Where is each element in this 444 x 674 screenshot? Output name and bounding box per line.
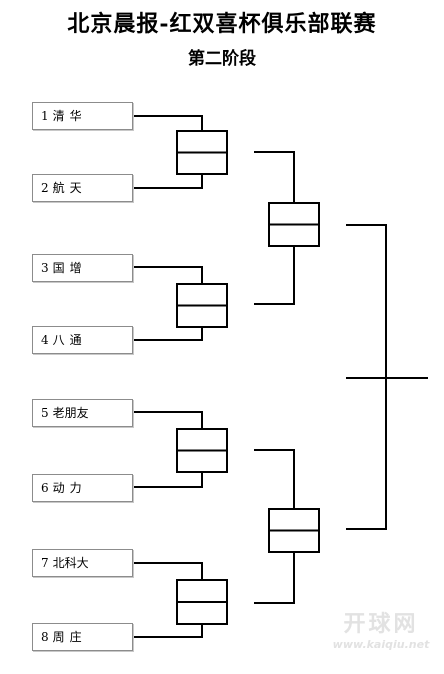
bracket-connector-semi-2 bbox=[254, 449, 320, 604]
team-name: 周庄 bbox=[52, 630, 87, 644]
team-name: 八通 bbox=[52, 333, 87, 347]
team-name: 北科大 bbox=[52, 556, 89, 570]
team-name: 航天 bbox=[52, 181, 87, 195]
team-seed: 5 bbox=[41, 406, 49, 420]
team-seed: 8 bbox=[41, 630, 49, 644]
bracket-connector-r1-m4 bbox=[133, 562, 228, 638]
watermark-logo: 开球网 bbox=[343, 612, 419, 637]
team-seed: 2 bbox=[41, 181, 49, 195]
team-seed: 1 bbox=[41, 109, 49, 123]
watermark-url: www.kaiqiu.net bbox=[332, 638, 430, 651]
stage-subtitle: 第二阶段 bbox=[188, 49, 256, 69]
bracket-connector-r1-m1 bbox=[133, 115, 228, 189]
team-name: 动力 bbox=[52, 481, 87, 495]
team-name: 国增 bbox=[52, 261, 87, 275]
bracket-connector-semi-1 bbox=[254, 151, 320, 305]
team-name: 清华 bbox=[52, 109, 87, 123]
team-name: 老朋友 bbox=[52, 406, 89, 420]
team-seed: 3 bbox=[41, 261, 49, 275]
team-seed: 6 bbox=[41, 481, 49, 495]
bracket-connector-final bbox=[346, 224, 428, 530]
team-seed: 4 bbox=[41, 333, 49, 347]
team-seed: 7 bbox=[41, 556, 49, 570]
bracket-connector-r1-m3 bbox=[133, 411, 228, 488]
bracket-connector-r1-m2 bbox=[133, 266, 228, 341]
page-title: 北京晨报-红双喜杯俱乐部联赛 bbox=[67, 11, 377, 37]
watermark: 开球网 www.kaiqiu.net bbox=[322, 612, 440, 652]
